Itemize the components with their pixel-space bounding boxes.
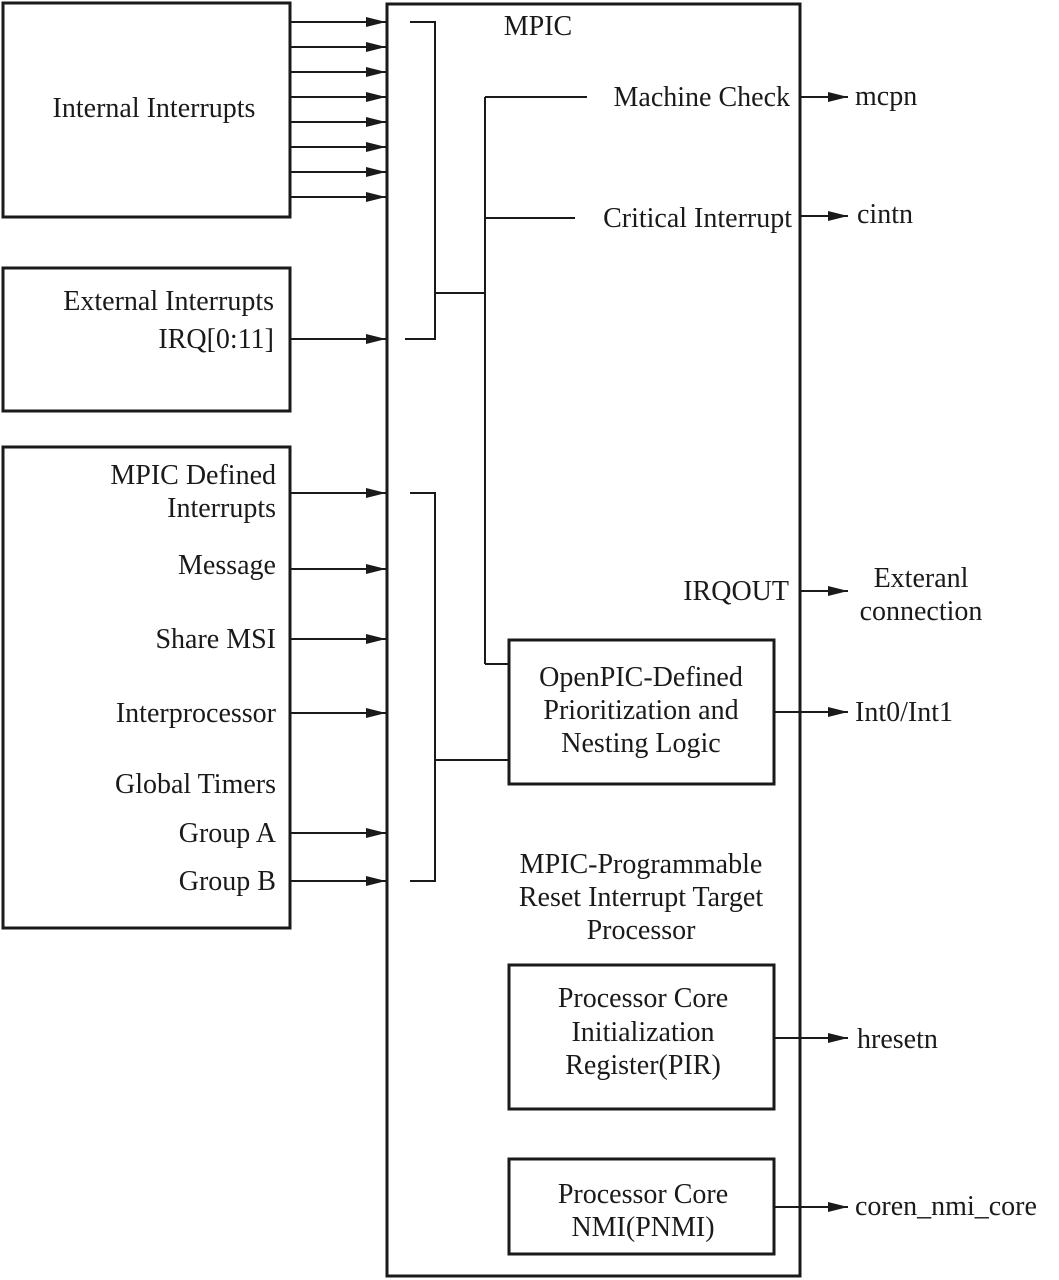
openpic-line-3: Nesting Logic: [561, 728, 720, 759]
external-connection-line-2: connection: [860, 596, 983, 627]
openpic-line-2: Prioritization and: [543, 695, 738, 726]
pir-line-2: Initialization: [571, 1017, 714, 1048]
share-msi-label: Share MSI: [155, 624, 276, 655]
irqout-label: IRQOUT: [683, 576, 789, 607]
mpic-defined-interrupts-box: [1, 445, 292, 930]
upper-bracket: [405, 21, 436, 340]
external-connection-line-1: Exteranl: [874, 563, 969, 594]
mpic-defined-interrupts-label: Interrupts: [167, 493, 276, 524]
hresetn-label: hresetn: [857, 1024, 938, 1055]
internal-interrupts-label: Internal Interrupts: [53, 93, 256, 124]
group-b-label: Group B: [179, 866, 276, 897]
mpic-defined-arrows: [290, 488, 386, 886]
global-timers-label: Global Timers: [115, 769, 276, 800]
pir-line-1: Processor Core: [558, 983, 728, 1014]
pir-line-3: Register(PIR): [565, 1050, 721, 1081]
reset-target-line-3: Processor: [587, 915, 697, 946]
external-interrupts-label: External Interrupts: [63, 286, 274, 317]
machine-check-label: Machine Check: [614, 82, 791, 113]
mpic-defined-label: MPIC Defined: [110, 460, 276, 491]
lower-bracket: [410, 492, 436, 882]
reset-target-line-2: Reset Interrupt Target: [519, 882, 763, 913]
irq-range-label: IRQ[0:11]: [158, 324, 274, 355]
coren-nmi-core-label: coren_nmi_core: [855, 1191, 1037, 1222]
internal-interrupt-arrows: [290, 17, 386, 202]
internal-interrupts-box: [1, 1, 292, 219]
mpic-title: MPIC: [504, 11, 572, 42]
pnmi-line-2: NMI(PNMI): [571, 1212, 714, 1243]
mcpn-label: mcpn: [855, 81, 917, 112]
interprocessor-label: Interprocessor: [116, 698, 277, 729]
output-arrows: [774, 92, 848, 1212]
reset-target-line-1: MPIC-Programmable: [520, 849, 763, 880]
critical-interrupt-label: Critical Interrupt: [603, 203, 792, 234]
mpic-box: [385, 2, 802, 1278]
int0-int1-label: Int0/Int1: [855, 697, 953, 728]
group-a-label: Group A: [179, 818, 277, 849]
openpic-line-1: OpenPIC-Defined: [539, 662, 743, 693]
pnmi-line-1: Processor Core: [558, 1179, 728, 1210]
cintn-label: cintn: [857, 199, 913, 230]
message-label: Message: [178, 550, 276, 581]
